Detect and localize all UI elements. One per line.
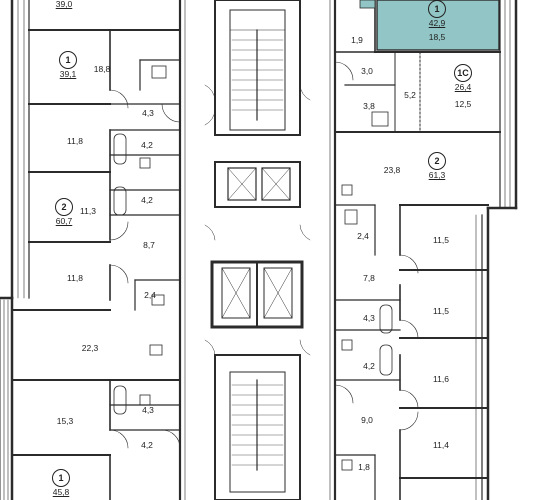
room-area: 8,7 xyxy=(143,240,155,250)
room-area: 4,2 xyxy=(141,140,153,150)
room-area: 11,6 xyxy=(433,374,449,384)
room-area: 15,3 xyxy=(56,416,74,426)
room-area: 4,3 xyxy=(142,108,154,118)
room-area: 11,4 xyxy=(433,440,449,450)
room-area: 4,2 xyxy=(363,361,375,371)
room-area: 23,8 xyxy=(383,165,401,175)
apartment-label: 39,0 xyxy=(55,0,73,9)
room-area: 4,3 xyxy=(142,405,154,415)
room-area: 7,8 xyxy=(363,273,375,283)
room-area: 11,8 xyxy=(67,136,83,146)
room-area: 3,0 xyxy=(361,66,373,76)
apartment-label: 2 60,7 xyxy=(55,198,73,226)
room-area: 11,5 xyxy=(433,235,449,245)
room-area: 18,5 xyxy=(428,32,446,42)
room-area: 1,8 xyxy=(358,462,370,472)
room-area: 2,4 xyxy=(144,290,156,300)
room-area: 18,8 xyxy=(93,64,111,74)
room-area: 3,8 xyxy=(363,101,375,111)
room-area: 11,8 xyxy=(67,273,83,283)
room-area: 1,9 xyxy=(351,35,363,45)
room-area: 4,2 xyxy=(141,440,153,450)
room-area: 9,0 xyxy=(361,415,373,425)
apartment-label: 1 45,8 xyxy=(52,469,70,497)
apartment-label: 1С 26,4 xyxy=(454,64,472,92)
room-area: 12,5 xyxy=(454,99,472,109)
room-area: 2,4 xyxy=(357,231,369,241)
room-area: 5,2 xyxy=(404,90,416,100)
room-area: 4,2 xyxy=(141,195,153,205)
room-area: 11,5 xyxy=(433,306,449,316)
highlighted-apartment[interactable] xyxy=(376,0,500,51)
apartment-label: 2 61,3 xyxy=(428,152,446,180)
room-area: 22,3 xyxy=(81,343,99,353)
apartment-label-highlighted: 1 42,9 xyxy=(428,0,446,28)
room-area: 4,3 xyxy=(363,313,375,323)
apartment-label: 1 39,1 xyxy=(59,51,77,79)
room-area: 11,3 xyxy=(80,206,96,216)
